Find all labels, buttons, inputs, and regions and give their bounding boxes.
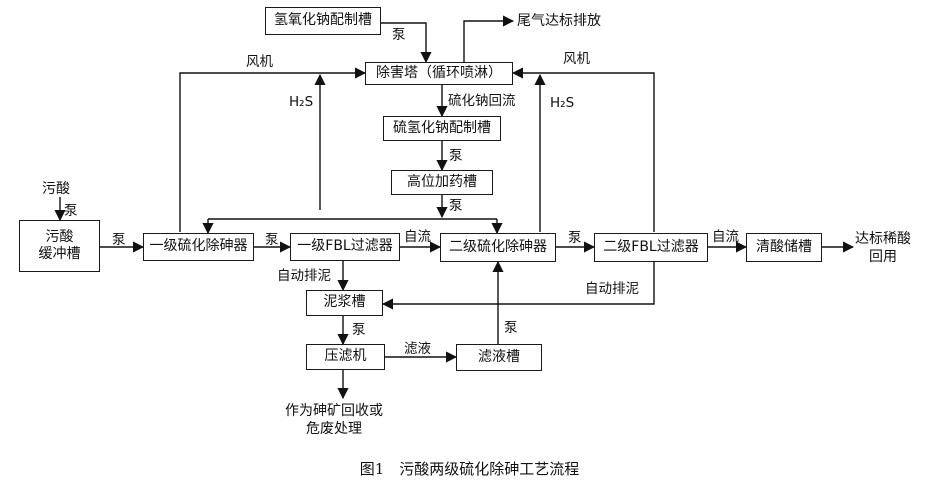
gravity-label-f1: 自流	[404, 229, 431, 245]
filtrate-tank-box: 滤液槽	[456, 344, 542, 371]
arrow-fan-right	[511, 67, 655, 232]
filter-2-box: 二级FBL过滤器	[594, 233, 708, 262]
arrow-f2-sludge	[381, 262, 655, 310]
scrubber-box: 除害塔（循环喷淋）	[365, 62, 513, 85]
fan-label-right: 风机	[563, 51, 590, 67]
slurry-tank-box: 泥浆槽	[306, 290, 383, 316]
clean-acid-tank-box: 清酸储槽	[746, 233, 822, 262]
reactor-2-box: 二级硫化除砷器	[440, 233, 556, 262]
figure-caption: 图1 污酸两级硫化除砷工艺流程	[359, 460, 580, 478]
auto-sludge-label-2: 自动排泥	[585, 281, 639, 297]
pump-label-buffer: 泵	[112, 232, 126, 248]
pump-label-dirty-acid: 泵	[64, 203, 78, 219]
reactor-1-box: 一级硫化除砷器	[143, 233, 254, 261]
nahs-return-label: 硫化钠回流	[448, 93, 516, 109]
reuse-text: 达标稀酸 回用	[855, 231, 911, 266]
fan-label-left: 风机	[246, 54, 273, 70]
arrow-scrubber-to-exhaust	[463, 15, 515, 62]
filter-press-box: 压滤机	[306, 344, 385, 370]
h2s-label-right: H₂S	[550, 95, 575, 111]
auto-sludge-label-1: 自动排泥	[277, 268, 331, 284]
pump-label-nahs: 泵	[449, 148, 463, 164]
gravity-label-f2: 自流	[712, 229, 739, 245]
naoh-tank-box: 氢氧化钠配制槽	[265, 7, 381, 35]
arrow-naoh-to-scrubber	[381, 22, 432, 64]
filter-1-box: 一级FBL过滤器	[290, 233, 400, 261]
filtrate-label: 滤液	[404, 341, 431, 357]
buffer-tank-box: 污酸 缓冲槽	[19, 220, 100, 272]
pump-label-filtrate: 泵	[504, 320, 518, 336]
pump-label-r1: 泵	[265, 232, 279, 248]
pump-label-r2: 泵	[568, 230, 582, 246]
h2s-label-left: H₂S	[289, 94, 314, 110]
dirty-acid-inlet-text: 污酸	[42, 181, 70, 197]
high-level-tank-box: 高位加药槽	[391, 170, 493, 195]
pump-label-naoh: 泵	[392, 27, 406, 43]
arrow-fan-left	[179, 67, 367, 232]
pump-label-slurry: 泵	[352, 322, 366, 338]
exhaust-text: 尾气达标排放	[517, 13, 601, 29]
pump-label-high: 泵	[449, 198, 463, 214]
arsenic-disposal-text: 作为砷矿回收或 危废处理	[285, 403, 383, 438]
nahs-tank-box: 硫氢化钠配制槽	[383, 116, 501, 141]
